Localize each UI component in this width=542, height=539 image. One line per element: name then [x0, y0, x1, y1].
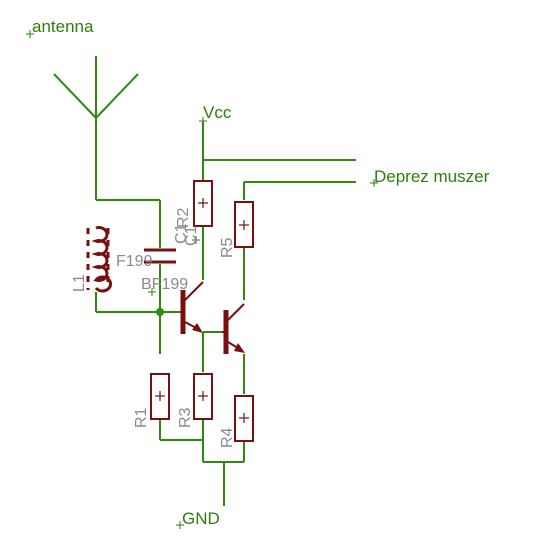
- part-label-r2: R2: [175, 207, 192, 228]
- net-label-gnd: GND: [182, 509, 220, 528]
- part-label-l1: L1: [71, 274, 88, 292]
- transistor-q2: [222, 303, 245, 354]
- transistor-q1: [180, 281, 204, 334]
- part-label-c-overlap-c: C1: [183, 225, 200, 246]
- part-label-r5: R5: [219, 237, 236, 258]
- net-label-meter: Deprez muszer: [374, 167, 490, 186]
- part-label-r3: R3: [177, 407, 194, 428]
- part-label-r4: R4: [219, 427, 236, 448]
- junction-dot: [156, 308, 164, 316]
- inductor-l1: [86, 226, 113, 293]
- resistor-r5: [234, 201, 254, 248]
- part-label-c-overlap-a: C1: [173, 223, 190, 244]
- resistor-r2: [193, 180, 213, 227]
- wires: [53, 56, 356, 506]
- part-label-c-overlap-b: F199: [116, 253, 153, 270]
- capacitor: [144, 248, 176, 264]
- resistor-r3: [193, 373, 213, 420]
- net-label-antenna: antenna: [32, 17, 94, 36]
- part-label-transistor: BF199: [141, 276, 188, 293]
- origin-crosses: [26, 30, 378, 529]
- resistor-r1: [150, 373, 170, 420]
- net-label-vcc: Vcc: [203, 103, 232, 122]
- part-label-r1: R1: [133, 407, 150, 428]
- resistor-r4: [234, 395, 254, 442]
